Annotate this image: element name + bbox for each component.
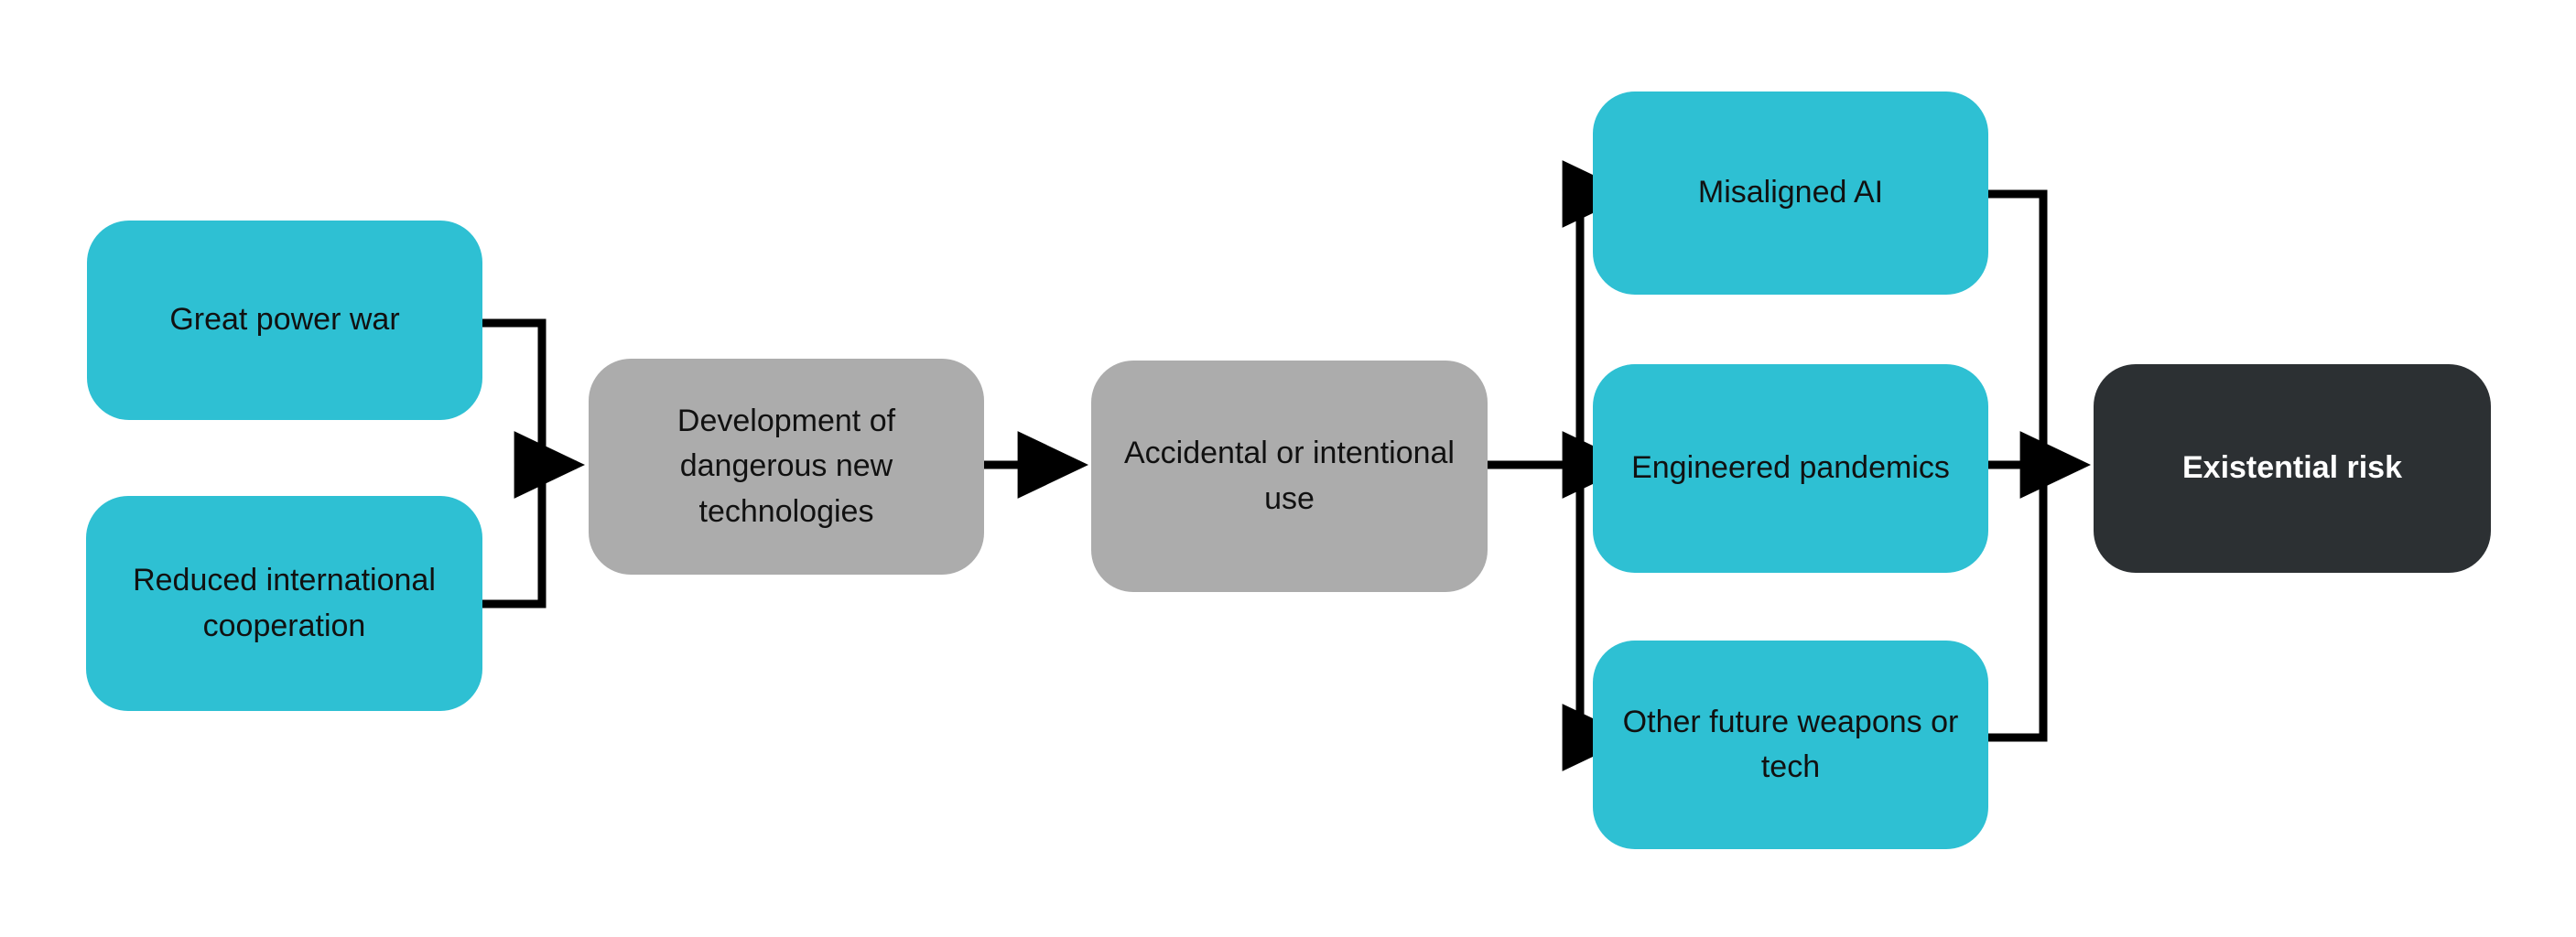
node-label-reduced-international-cooperation: Reduced international cooperation (133, 563, 436, 643)
edge-other-future-weapons-to-existential-risk (1988, 465, 2048, 742)
node-other-future-weapons-or-tech[interactable]: Other future weapons or tech (1593, 641, 1988, 849)
node-label-engineered-pandemics: Engineered pandemics (1631, 450, 1950, 486)
node-label-great-power-war: Great power war (169, 302, 400, 338)
node-label-development-of-dangerous-new-technologies: Development of dangerous new technologie… (676, 404, 896, 529)
edge-accidental-use-trunk (1488, 194, 1585, 738)
node-label-accidental-or-intentional-use: Accidental or intentional use (1123, 436, 1455, 516)
edge-reduced-cooperation-to-development (482, 465, 547, 609)
node-development-of-dangerous-new-technologies[interactable]: Development of dangerous new technologie… (589, 359, 984, 575)
edge-great-power-war-to-development (482, 318, 547, 465)
node-reduced-international-cooperation[interactable]: Reduced international cooperation (86, 496, 482, 711)
node-misaligned-ai[interactable]: Misaligned AI (1593, 92, 1988, 295)
node-label-existential-risk: Existential risk (2181, 450, 2402, 486)
node-accidental-or-intentional-use[interactable]: Accidental or intentional use (1091, 361, 1488, 592)
node-label-other-future-weapons-or-tech: Other future weapons or tech (1622, 704, 1959, 784)
edge-misaligned-ai-to-existential-risk (1988, 189, 2048, 465)
node-engineered-pandemics[interactable]: Engineered pandemics (1593, 364, 1988, 573)
node-label-misaligned-ai: Misaligned AI (1697, 175, 1884, 210)
node-great-power-war[interactable]: Great power war (87, 221, 482, 420)
node-existential-risk[interactable]: Existential risk (2094, 364, 2491, 573)
